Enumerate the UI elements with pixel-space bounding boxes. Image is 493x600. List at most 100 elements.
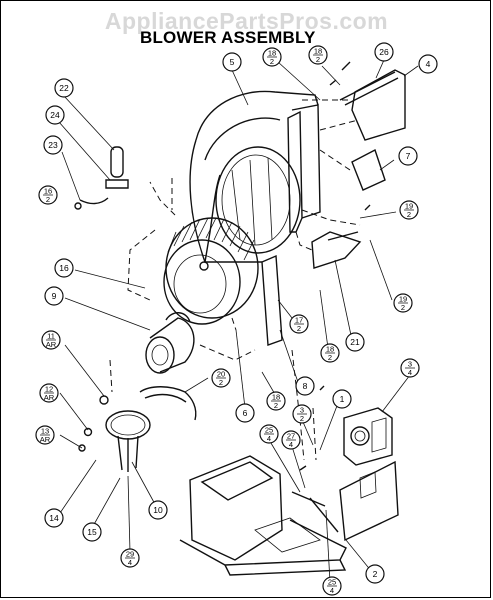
callout-quantity: 4 xyxy=(128,558,132,567)
callout-circle xyxy=(54,78,74,98)
callout-quantity: AR xyxy=(44,393,55,402)
callout-c5: 5 xyxy=(222,52,242,72)
callout-circle xyxy=(148,500,168,520)
right-brackets xyxy=(261,69,406,346)
callout-number: 25 xyxy=(328,578,336,587)
capacitor xyxy=(74,146,129,210)
callout-number: 19 xyxy=(399,295,407,304)
callout-circle xyxy=(54,258,74,278)
callout-quantity: 2 xyxy=(297,324,301,333)
callout-quantity: 4 xyxy=(267,434,271,443)
callout-c19a: 192 xyxy=(399,200,419,220)
callout-number: 16 xyxy=(44,187,52,196)
callout-quantity: 2 xyxy=(300,414,304,423)
callout-number: 14 xyxy=(49,513,59,523)
callout-c18a: 182 xyxy=(262,47,282,67)
callout-quantity: 2 xyxy=(270,57,274,66)
fasteners xyxy=(78,61,371,471)
callout-number: 20 xyxy=(217,370,225,379)
callout-c10: 10 xyxy=(148,500,168,520)
callout-c1: 1 xyxy=(332,389,352,409)
callout-c4: 4 xyxy=(418,54,438,74)
callout-quantity: 2 xyxy=(407,210,411,219)
callout-quantity: 2 xyxy=(328,353,332,362)
callout-c16a: 162 xyxy=(38,185,58,205)
callout-c18c: 182 xyxy=(320,343,340,363)
callout-number: 3 xyxy=(300,406,304,415)
callout-c19b: 192 xyxy=(393,293,413,313)
callout-circle xyxy=(365,564,385,584)
callout-c8: 8 xyxy=(295,376,315,396)
callout-quantity: 2 xyxy=(401,303,405,312)
callout-c15: 15 xyxy=(82,522,102,542)
callout-c18b: 182 xyxy=(308,45,328,65)
callout-number: 25 xyxy=(265,426,273,435)
callout-circle xyxy=(374,42,394,62)
callout-c7: 7 xyxy=(398,146,418,166)
callout-number: 3 xyxy=(408,360,412,369)
callout-number: 12 xyxy=(45,385,53,394)
callout-number: 29 xyxy=(126,550,134,559)
callout-circle xyxy=(222,52,242,72)
callout-circle xyxy=(43,135,63,155)
diagram-title: BLOWER ASSEMBLY xyxy=(140,28,316,47)
callout-number: 23 xyxy=(48,140,58,150)
callout-number: 18 xyxy=(314,47,322,56)
callout-number: 4 xyxy=(426,59,431,69)
callout-number: 9 xyxy=(52,291,57,301)
callout-c24: 24 xyxy=(45,105,65,125)
callout-quantity: 2 xyxy=(316,55,320,64)
callout-number: 21 xyxy=(350,337,360,347)
callout-circle xyxy=(82,522,102,542)
callout-number: 27 xyxy=(287,432,295,441)
callout-c16b: 16 xyxy=(54,258,74,278)
callout-circle xyxy=(345,332,365,352)
blower-motor xyxy=(145,312,195,374)
watermark: AppliancePartsPros.com xyxy=(104,8,389,34)
callout-number: 18 xyxy=(326,345,334,354)
callout-circle xyxy=(235,403,255,423)
callout-c6: 6 xyxy=(235,403,255,423)
assembly-lines xyxy=(109,99,361,461)
callout-quantity: AR xyxy=(46,340,57,349)
control-box xyxy=(343,407,393,466)
callout-circle xyxy=(398,146,418,166)
callout-c14: 14 xyxy=(44,508,64,528)
callout-bubbles: 222423162518218226471921691721921822111A… xyxy=(35,42,438,596)
callout-c21: 21 xyxy=(345,332,365,352)
callout-c29: 294 xyxy=(120,548,140,568)
callout-circle xyxy=(45,105,65,125)
callout-c18d: 182 xyxy=(266,391,286,411)
callout-c3b: 32 xyxy=(292,404,312,424)
callout-quantity: 4 xyxy=(408,368,412,377)
callout-number: 18 xyxy=(268,49,276,58)
callout-circle xyxy=(332,389,352,409)
callout-circle xyxy=(418,54,438,74)
callout-number: 24 xyxy=(50,110,60,120)
callout-number: 5 xyxy=(230,57,235,67)
callout-number: 26 xyxy=(379,47,389,57)
blower-housing xyxy=(189,90,321,263)
callout-quantity: 4 xyxy=(289,440,293,449)
callout-number: 2 xyxy=(373,569,378,579)
callout-circle xyxy=(44,286,64,306)
callout-number: 11 xyxy=(47,332,55,341)
blower-wheel xyxy=(163,217,259,325)
callout-number: 13 xyxy=(41,427,49,436)
callout-c23: 23 xyxy=(43,135,63,155)
callout-number: 18 xyxy=(272,393,280,402)
callout-c9: 9 xyxy=(44,286,64,306)
callout-quantity: 4 xyxy=(330,586,334,595)
callout-number: 19 xyxy=(405,202,413,211)
callout-quantity: 2 xyxy=(46,195,50,204)
callout-c20: 202 xyxy=(211,368,231,388)
callout-c3a: 34 xyxy=(400,358,420,378)
motor-mount xyxy=(105,386,197,472)
callout-number: 22 xyxy=(59,83,69,93)
callout-quantity: AR xyxy=(40,435,51,444)
callout-number: 6 xyxy=(243,408,248,418)
